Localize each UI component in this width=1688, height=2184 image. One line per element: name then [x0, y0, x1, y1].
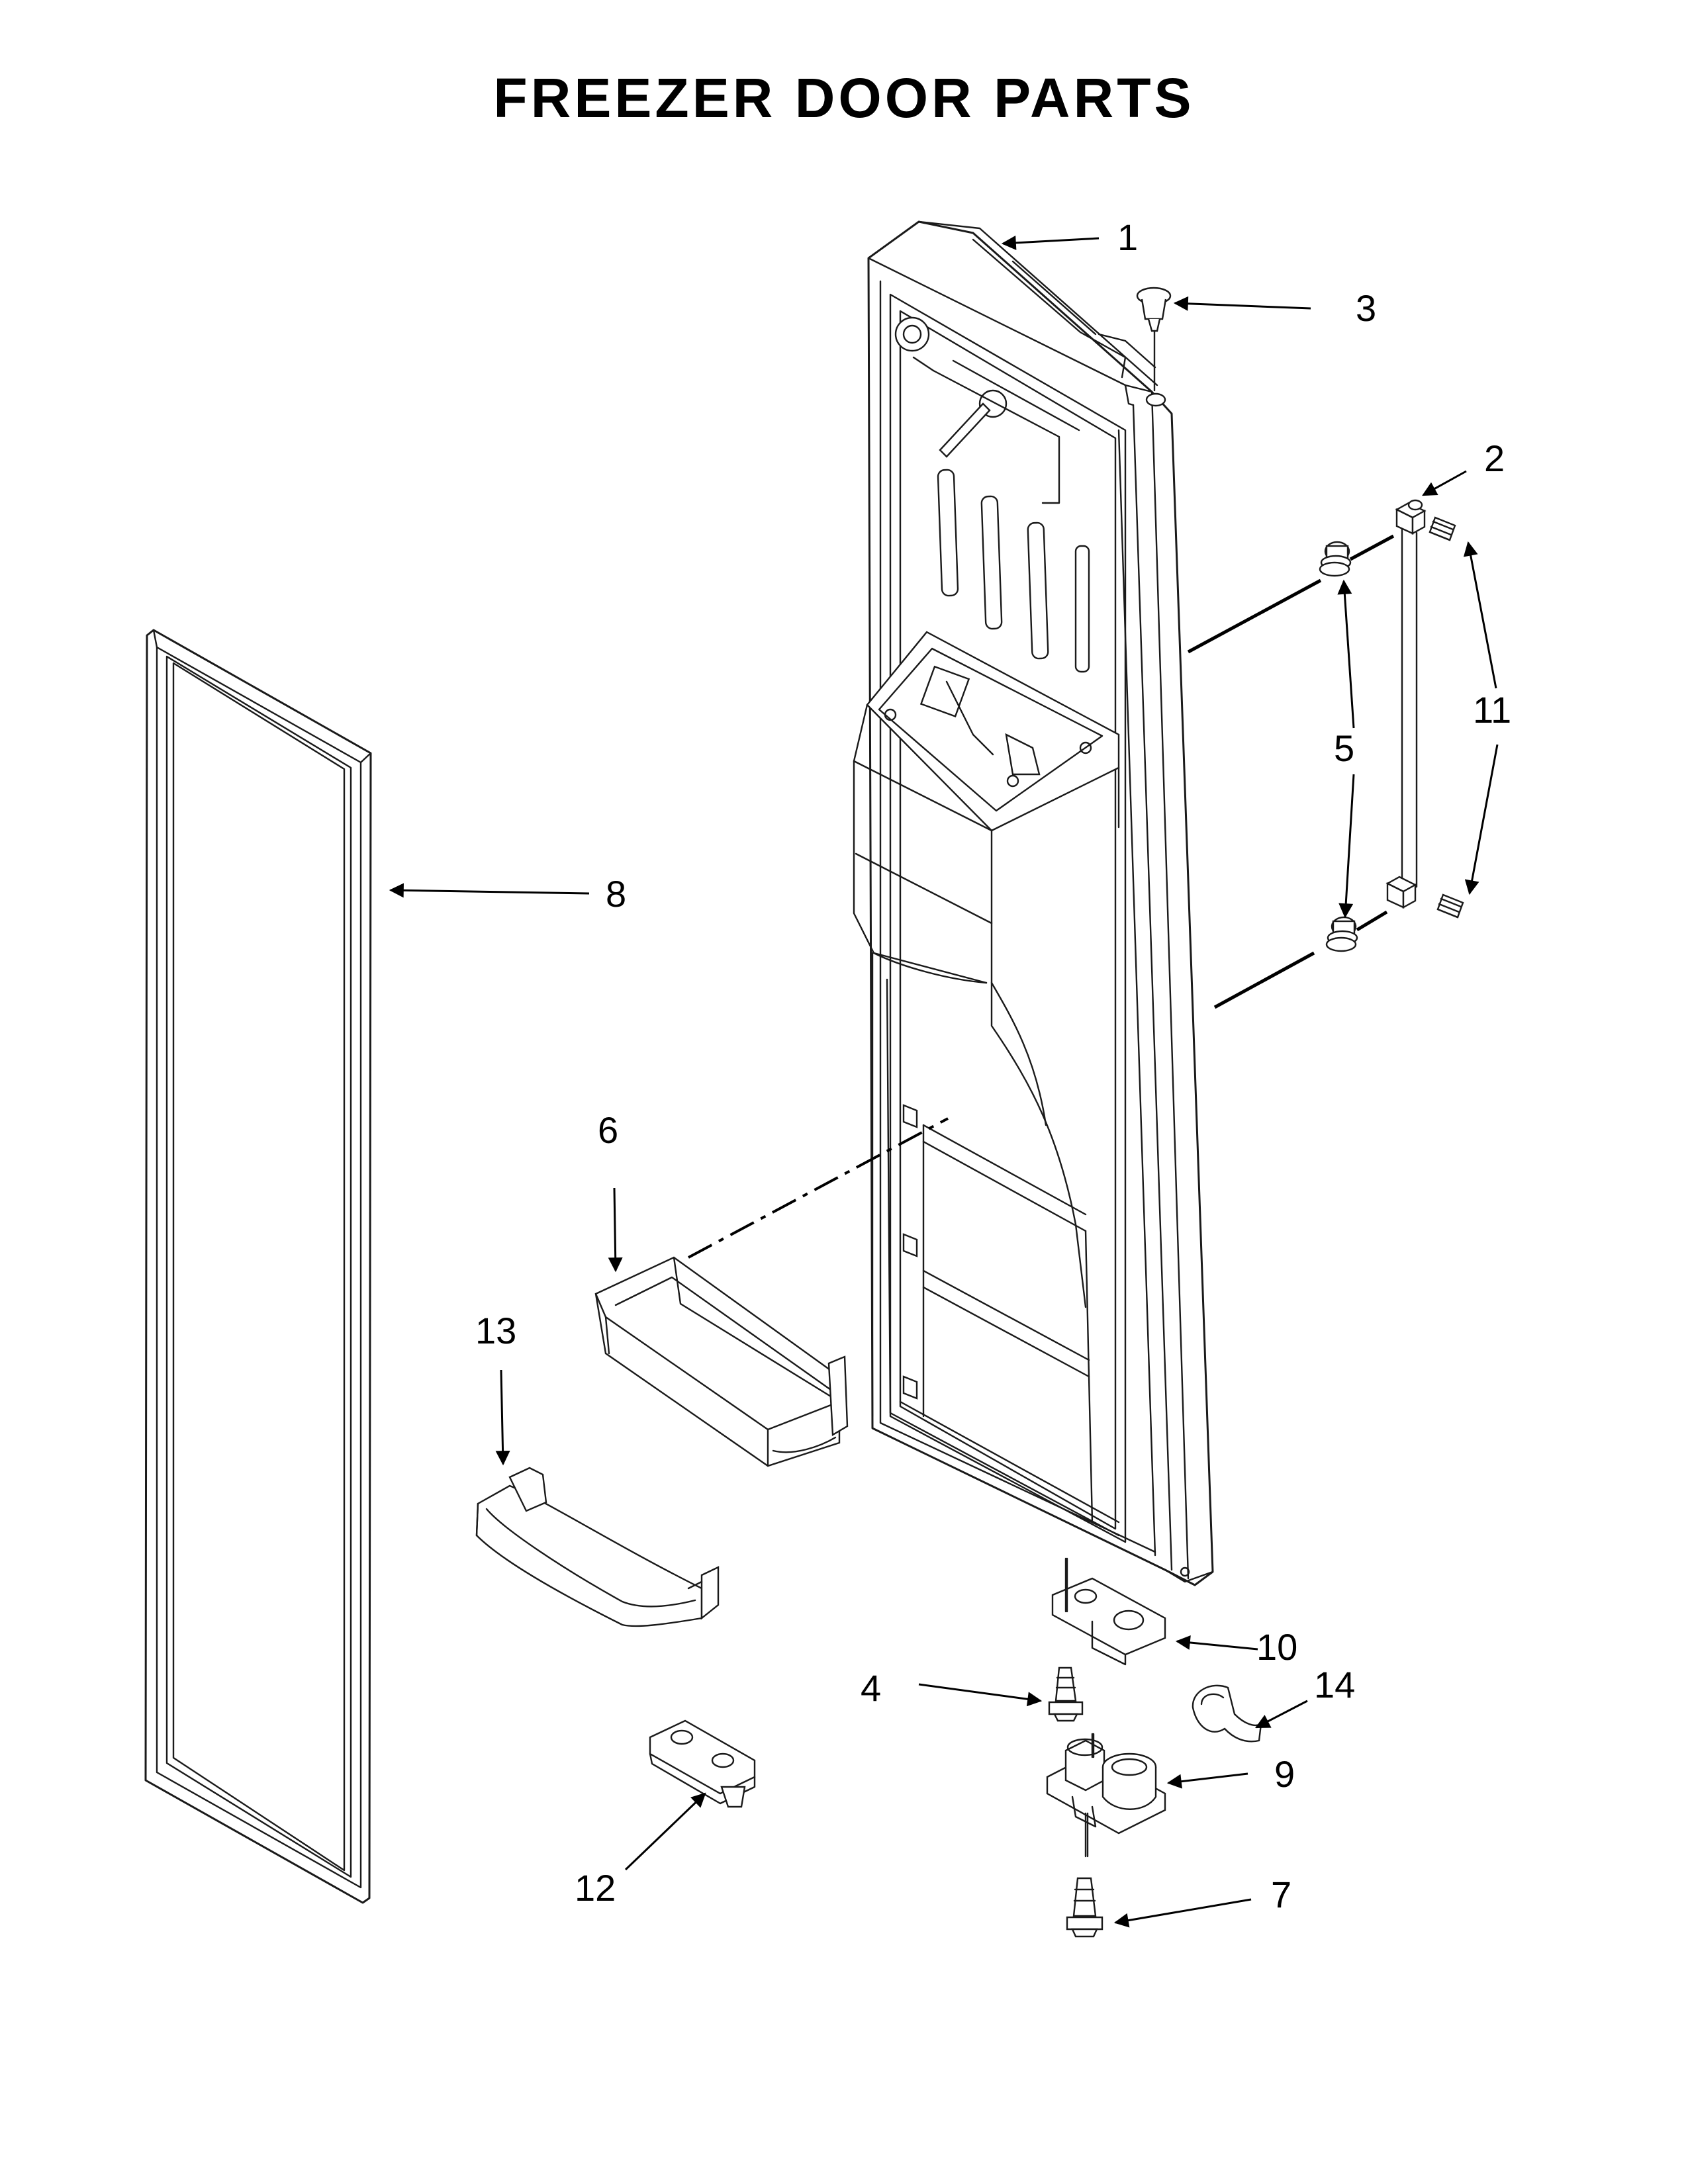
callout-3: 3: [1356, 287, 1376, 329]
callout-11: 11: [1473, 689, 1511, 731]
callout-2: 2: [1484, 437, 1505, 479]
callout-10: 10: [1256, 1626, 1297, 1668]
part-8-door-gasket: [144, 629, 372, 1904]
callout-12: 12: [575, 1867, 616, 1909]
part-4-screw: [1048, 1666, 1084, 1722]
alignment-lines: [688, 534, 1395, 1259]
callout-7: 7: [1271, 1874, 1291, 1915]
part-14-clip: [1192, 1684, 1262, 1743]
diagram-title: FREEZER DOOR PARTS: [493, 67, 1195, 129]
part-11-handle-screw: [1429, 516, 1464, 919]
callout-4: 4: [861, 1667, 881, 1709]
callout-14: 14: [1314, 1664, 1355, 1706]
part-13-bin-handle: [475, 1467, 720, 1627]
callout-8: 8: [606, 873, 626, 915]
leader-arrows: [389, 235, 1499, 1928]
callout-5: 5: [1334, 727, 1354, 769]
part-2-door-handle: [1385, 499, 1427, 909]
callout-1: 1: [1117, 216, 1138, 258]
callout-6: 6: [598, 1109, 618, 1151]
callout-13: 13: [475, 1310, 516, 1351]
callout-labels: 1 2 3 4 5 6 7 8 9 10 11 12 13 14: [475, 216, 1511, 1915]
part-6-door-bin: [594, 1256, 849, 1467]
part-1-freezer-door: [853, 220, 1214, 1586]
part-12-hinge-bracket: [649, 1719, 756, 1808]
part-10-hinge-plate: [1051, 1557, 1166, 1666]
part-5-handle-stud: [1319, 541, 1358, 952]
part-7-screw: [1066, 1877, 1103, 1938]
callout-9: 9: [1274, 1753, 1295, 1795]
part-9-lower-hinge: [1046, 1733, 1166, 1858]
part-3-plug: [1136, 287, 1172, 392]
